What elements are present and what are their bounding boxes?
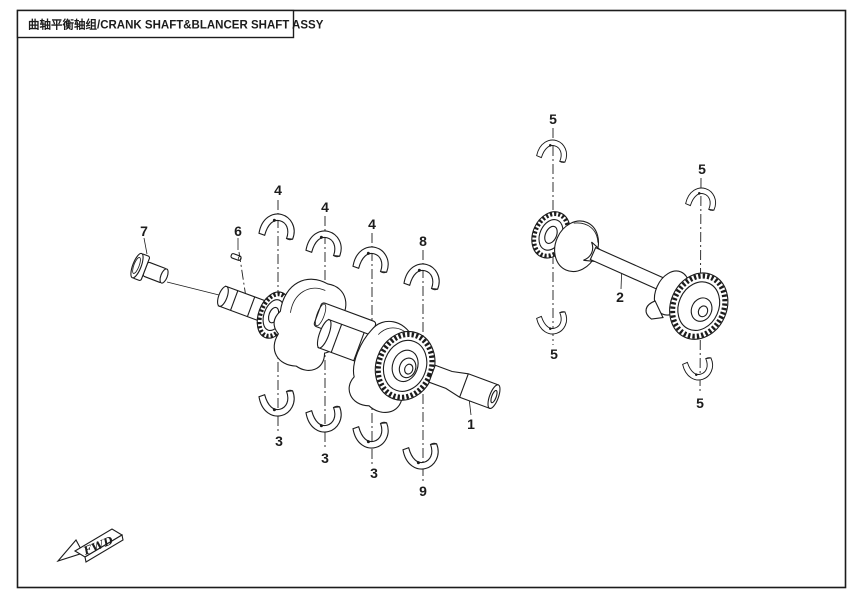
part-label-5d: 5 xyxy=(696,395,704,411)
crank-drive-gear xyxy=(374,330,436,401)
bearing-shell-upper-1 xyxy=(258,209,299,244)
bolt-part-7 xyxy=(130,252,169,284)
fwd-arrow: FWD xyxy=(56,528,124,563)
bearing-shell-upper-4 xyxy=(403,259,444,294)
bearing-shell-lower-4 xyxy=(402,439,443,474)
bearing-shell-lower-3 xyxy=(352,418,393,453)
title-box xyxy=(16,9,295,39)
part-label-5b: 5 xyxy=(698,161,706,177)
part-label-3c: 3 xyxy=(370,465,378,481)
crankshaft xyxy=(217,278,501,413)
part-label-2: 2 xyxy=(616,289,624,305)
part-label-4a: 4 xyxy=(274,182,282,198)
part-label-8: 8 xyxy=(419,233,427,249)
balancer-gear-right xyxy=(669,272,729,340)
balancer-shaft xyxy=(531,211,729,340)
part-label-3a: 3 xyxy=(275,433,283,449)
crank-output-shaft xyxy=(428,364,501,410)
part-label-9: 9 xyxy=(419,483,427,499)
balancer-shell-lower-left xyxy=(535,308,572,339)
part-label-6: 6 xyxy=(234,223,242,239)
bearing-shell-lower-1 xyxy=(258,386,299,421)
balancer-shell-upper-right xyxy=(684,183,721,214)
part-label-1: 1 xyxy=(467,416,475,432)
part-label-3b: 3 xyxy=(321,450,329,466)
part-label-7: 7 xyxy=(140,223,148,239)
balancer-shell-upper-left xyxy=(535,135,572,166)
page-title: 曲轴平衡轴组/CRANK SHAFT&BLANCER SHAFT ASSY xyxy=(28,18,324,32)
part-labels: 7 6 4 4 4 8 3 3 3 9 1 2 5 5 5 5 xyxy=(140,111,706,499)
balancer-shell-lower-right xyxy=(681,354,718,385)
pin-part-6 xyxy=(230,253,242,261)
part-label-4c: 4 xyxy=(368,216,376,232)
bearing-shell-upper-2 xyxy=(305,226,346,261)
bearing-shell-lower-2 xyxy=(305,402,346,437)
diagram-border xyxy=(16,9,847,589)
part-label-5a: 5 xyxy=(549,111,557,127)
bearing-shell-upper-3 xyxy=(352,242,393,277)
part-label-5c: 5 xyxy=(550,346,558,362)
part-label-4b: 4 xyxy=(321,199,329,215)
